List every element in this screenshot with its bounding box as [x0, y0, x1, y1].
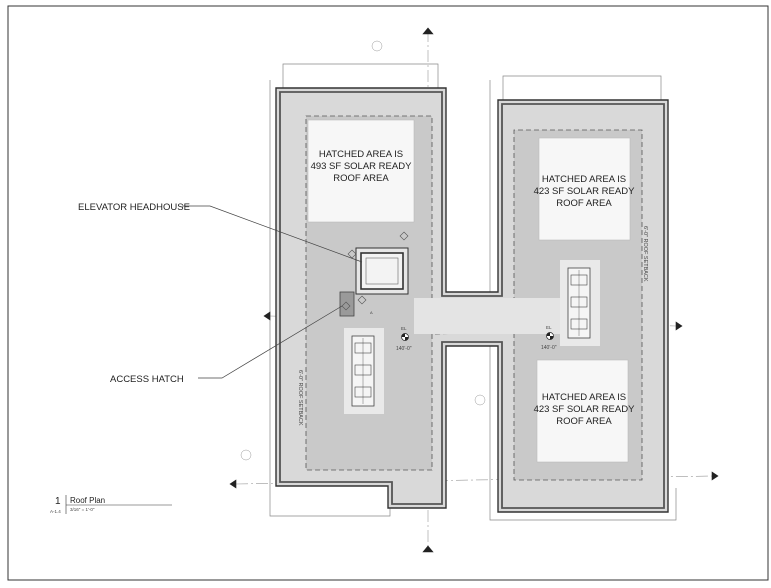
rooftop-units-left: [344, 328, 384, 414]
solar-area-1-line2: 493 SF SOLAR READY: [311, 161, 413, 172]
elevation-marker-right: [546, 332, 554, 340]
parapet-wall: [279, 91, 665, 509]
access-hatch: [339, 291, 355, 317]
elevation-value-right: 140'-0": [541, 345, 557, 351]
elevator-headhouse: [355, 247, 409, 295]
solar-area-3: [536, 359, 629, 463]
solar-area-2-line1: HATCHED AREA IS: [542, 174, 626, 185]
title-block-number: 1: [55, 496, 61, 507]
solar-area-2: [538, 137, 631, 241]
walkway-band: [414, 298, 564, 334]
sheet-border: [7, 5, 769, 581]
callout-leaders: [182, 205, 363, 379]
elevator-callout-label: ELEVATOR HEADHOUSE: [78, 202, 190, 213]
elevation-tag-left: EL: [401, 326, 407, 331]
hatch-tag: A: [370, 310, 373, 315]
solar-area-3-line2: 423 SF SOLAR READY: [534, 404, 636, 415]
solar-area-2-line3: ROOF AREA: [556, 198, 612, 209]
title-block-title: Roof Plan: [70, 496, 105, 505]
elevation-tag-right: EL: [546, 325, 552, 330]
section-markers: [229, 27, 719, 553]
solar-area-3-line3: ROOF AREA: [556, 416, 612, 427]
solar-area-1-line3: ROOF AREA: [333, 173, 389, 184]
solar-area-1: [307, 119, 415, 223]
solar-area-2-line2: 423 SF SOLAR READY: [534, 186, 636, 197]
hatch-callout-label: ACCESS HATCH: [110, 374, 184, 385]
title-block-scale: 3/16" = 1'-0": [70, 507, 95, 512]
reference-bubbles: [240, 40, 486, 461]
title-block: [65, 495, 172, 514]
setback-label-right: 6'-0" ROOF SETBACK: [642, 226, 648, 282]
solar-area-3-line1: HATCHED AREA IS: [542, 392, 626, 403]
rooftop-units-right: [560, 260, 600, 346]
elevation-marker-left: [401, 333, 409, 341]
setback-label-left: 6'-0" ROOF SETBACK: [297, 370, 303, 426]
solar-area-1-line1: HATCHED AREA IS: [319, 149, 403, 160]
setback-line: [305, 115, 643, 481]
title-block-sheet: A-1.4: [50, 509, 61, 514]
elevation-value-left: 140'-0": [396, 346, 412, 352]
